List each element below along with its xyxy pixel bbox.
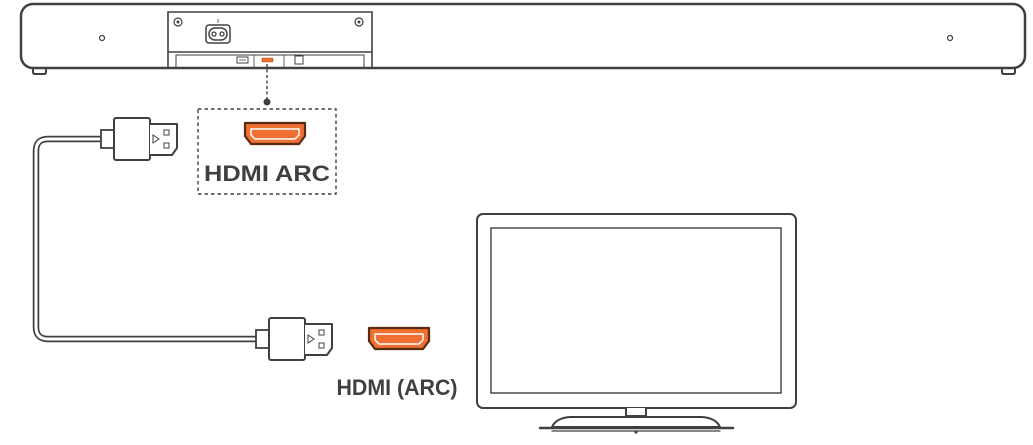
callout-dot xyxy=(263,98,271,106)
callout-box xyxy=(197,108,337,195)
hdmi-port-icon xyxy=(243,121,307,146)
tv-neck xyxy=(625,408,647,417)
soundbar-body xyxy=(19,2,1027,70)
optical-port-icon xyxy=(294,55,304,65)
hdmi-port-icon xyxy=(367,326,431,351)
usb-port-icon xyxy=(236,56,249,64)
hdmi-plug-icon xyxy=(100,117,178,161)
hdmi-port-icon xyxy=(261,57,274,63)
hdmi-plug-icon xyxy=(255,317,333,361)
soundbar xyxy=(19,2,1027,75)
television xyxy=(476,213,797,434)
callout-label: HDMI ARC xyxy=(204,161,330,186)
tv-hdmi-port: HDMI (ARC) xyxy=(337,326,458,400)
tv-stand xyxy=(551,416,721,428)
power-socket-icon xyxy=(205,19,231,44)
soundbar-dot-left xyxy=(98,34,106,42)
tv-port-label: HDMI (ARC) xyxy=(337,375,458,400)
tv-screen xyxy=(490,227,782,394)
hdmi-cable xyxy=(32,117,333,361)
screw-right xyxy=(354,17,364,27)
soundbar-dot-right xyxy=(946,34,954,42)
hdmi-arc-callout: HDMI ARC xyxy=(197,64,337,195)
screw-left xyxy=(173,17,183,27)
rear-panel xyxy=(167,11,373,68)
tv-stand-dot xyxy=(634,430,638,434)
